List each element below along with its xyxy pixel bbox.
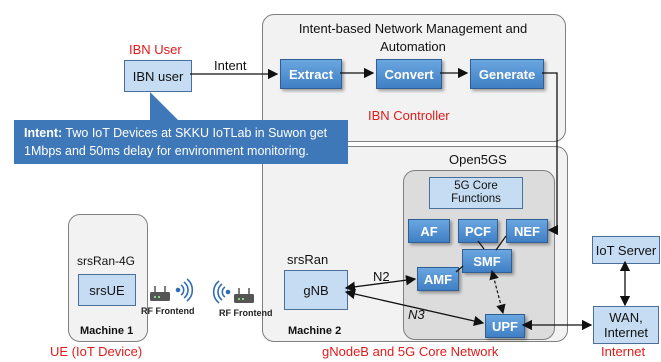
af-node: AF xyxy=(408,219,450,243)
generate-step: Generate xyxy=(470,59,544,89)
intent-callout: Intent: Two IoT Devices at SKKU IoTLab i… xyxy=(14,120,348,164)
wan-internet-box: WAN, Internet xyxy=(593,306,659,344)
nef-node: NEF xyxy=(506,219,548,243)
smf-node: SMF xyxy=(462,249,512,273)
wireless-signal-left-icon xyxy=(175,278,194,302)
rf-frontend-label-right: RF Frontend xyxy=(219,308,273,318)
intent-callout-pointer xyxy=(150,92,178,120)
ibn-user-box: IBN user xyxy=(124,60,192,92)
core-functions-box: 5G Core Functions xyxy=(429,177,523,209)
rf-frontend-right-icon xyxy=(234,288,254,303)
pcf-node: PCF xyxy=(458,219,498,243)
srsue-box: srsUE xyxy=(78,274,136,306)
smf-upf-dashed xyxy=(489,269,506,315)
rf-frontend-left-icon xyxy=(150,286,170,301)
open5gs-title: Open5GS xyxy=(449,152,507,167)
iot-server-box: IoT Server xyxy=(592,236,660,264)
wireless-signal-right-icon xyxy=(212,280,231,304)
controller-caption: IBN Controller xyxy=(368,108,450,123)
internet-caption: Internet xyxy=(601,344,646,359)
controller-title: Intent-based Network Management and Auto… xyxy=(298,21,528,54)
nef-smf-line xyxy=(495,235,507,251)
ibn-user-caption: IBN User xyxy=(129,42,182,57)
machine2-caption: gNodeB and 5G Core Network xyxy=(322,344,499,359)
amf-smf-line xyxy=(455,265,464,273)
machine2-footer: Machine 2 xyxy=(288,325,342,337)
extract-step: Extract xyxy=(280,59,342,89)
gnb-amf-link xyxy=(344,275,417,292)
intent-arrow-label: Intent xyxy=(214,58,247,73)
srsran-title: srsRan xyxy=(287,252,329,267)
convert-step: Convert xyxy=(376,59,442,89)
amf-node: AMF xyxy=(417,267,459,291)
machine1-title: srsRan-4G xyxy=(77,254,136,268)
intent-callout-prefix: Intent: xyxy=(24,126,63,140)
machine1-footer: Machine 1 xyxy=(80,325,134,337)
pcf-smf-line xyxy=(477,240,485,250)
gnb-upf-link xyxy=(344,288,485,327)
generate-nef-arrow xyxy=(542,72,559,236)
intent-callout-text: Two IoT Devices at SKKU IoTLab in Suwon … xyxy=(24,126,328,158)
gnb-box: gNB xyxy=(284,270,348,310)
upf-node: UPF xyxy=(485,314,525,338)
rf-frontend-label-left: RF Frontend xyxy=(141,306,195,316)
machine1-caption: UE (IoT Device) xyxy=(50,344,143,359)
